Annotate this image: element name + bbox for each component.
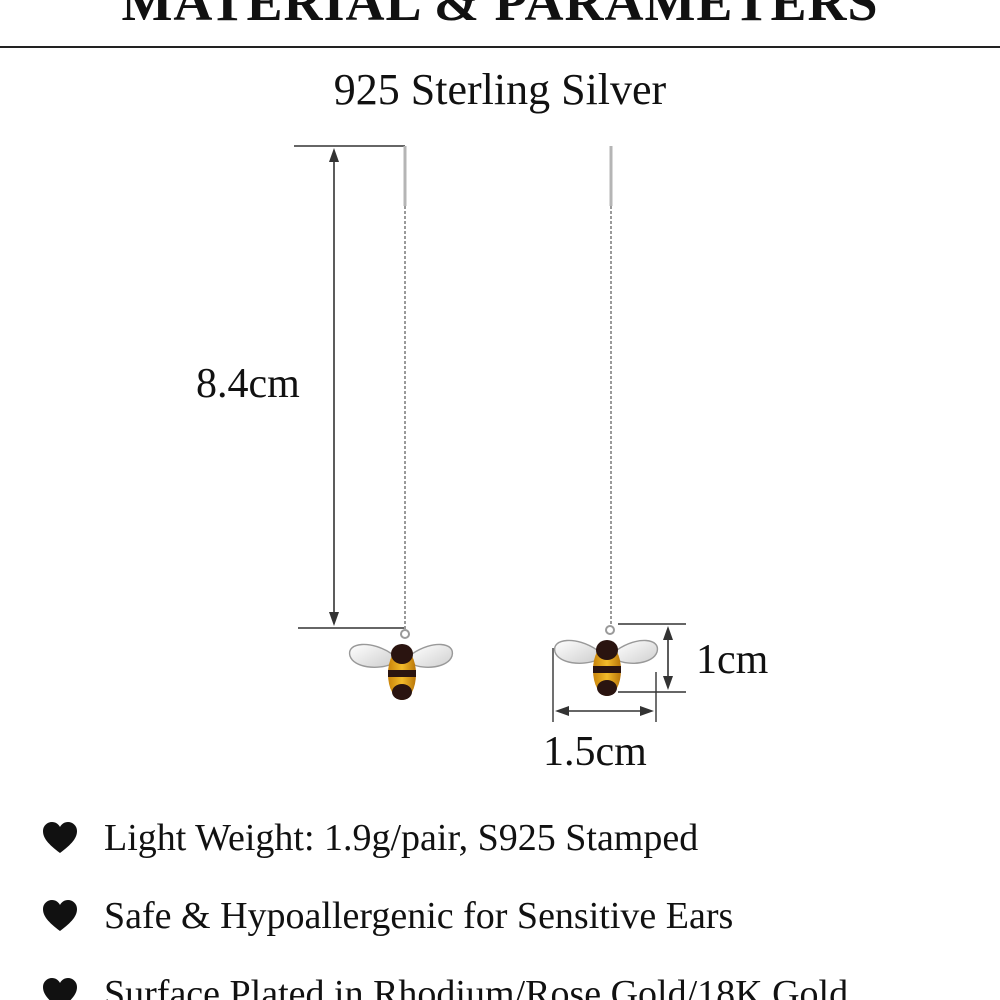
feature-text: Light Weight: 1.9g/pair, S925 Stamped [104,817,699,859]
feature-item-weight: Light Weight: 1.9g/pair, S925 Stamped [40,812,698,864]
feature-text: Surface Plated in Rhodium/Rose Gold/18K … [104,973,849,1000]
right-earring [554,146,658,696]
heart-icon [43,822,77,853]
pendant-width-label: 1.5cm [543,729,647,775]
left-earring [349,146,453,700]
pendant-width-dimension [552,648,657,722]
pendant-height-label: 1cm [696,637,769,683]
chain-length-dimension [294,145,405,629]
right-bee-pendant [554,639,658,696]
page-title: MATERIAL & PARAMETERS [121,0,879,32]
title-divider [0,46,1000,48]
feature-item-plating: Surface Plated in Rhodium/Rose Gold/18K … [40,968,848,1000]
left-bee-pendant [349,643,453,700]
heart-icon [43,978,77,1000]
feature-item-hypoallergenic: Safe & Hypoallergenic for Sensitive Ears [40,890,733,942]
feature-text: Safe & Hypoallergenic for Sensitive Ears [104,895,734,937]
chain-length-label: 8.4cm [196,361,300,407]
material-subtitle: 925 Sterling Silver [333,65,667,114]
heart-icon [43,900,77,931]
pendant-height-dimension [618,623,686,693]
